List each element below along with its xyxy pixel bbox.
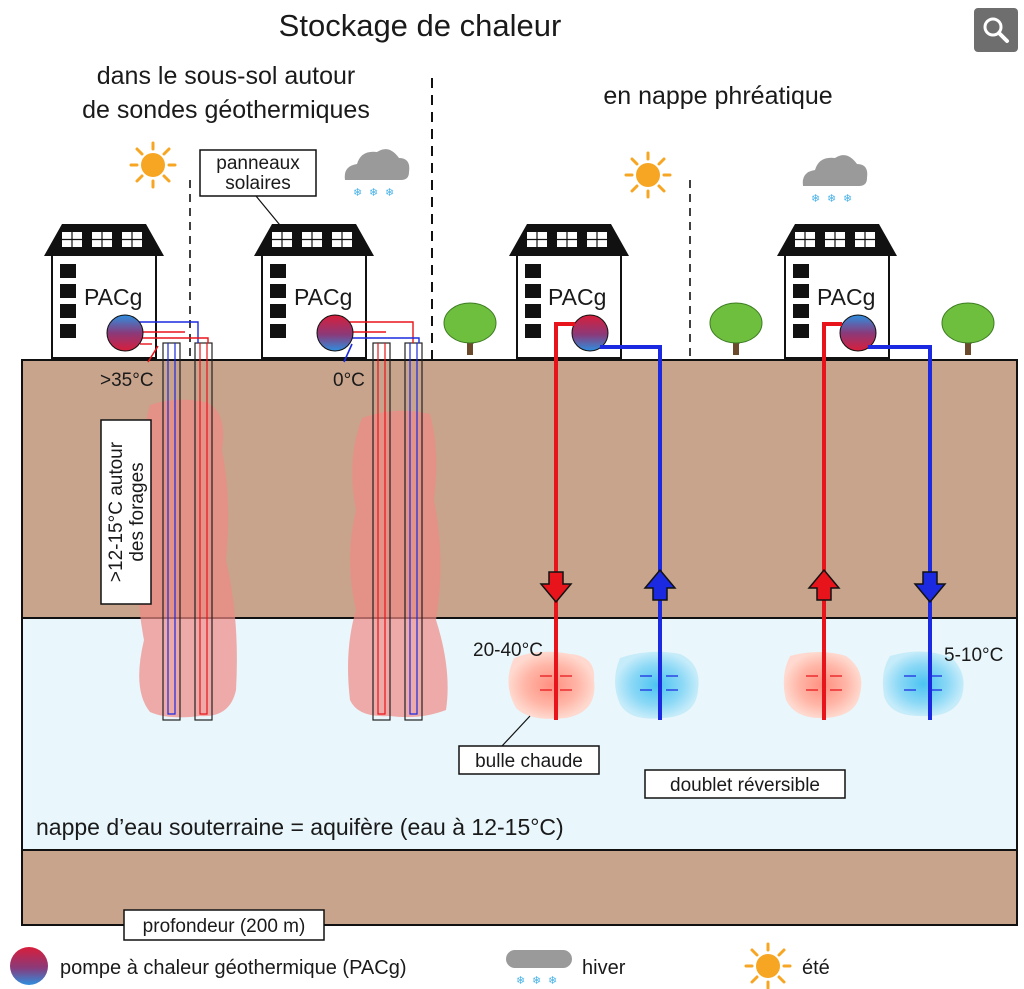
flow-down-arrow <box>913 571 947 604</box>
borehole-temp-label: >12-15°C autour des forages <box>100 419 152 605</box>
hot-bubble-pointer <box>501 715 531 747</box>
hot-bubble <box>508 651 595 719</box>
page-title: Stockage de chaleur <box>279 8 562 43</box>
depth-label-box <box>123 909 325 941</box>
search-icon <box>983 17 1009 43</box>
bubble-flow-arrows <box>540 675 942 691</box>
legend-heat-pump-icon <box>10 947 48 985</box>
hot-outlet-arrow <box>147 345 159 363</box>
cold-bubble-temp: 5-10°C <box>944 645 1003 666</box>
svg-text:❄: ❄ <box>532 975 541 987</box>
doublet-label: doublet réversible <box>670 775 820 796</box>
svg-text:des forages: des forages <box>127 462 148 561</box>
pacg-label: PACg <box>84 284 142 310</box>
borehole-probes-left <box>162 342 213 721</box>
section-aquifer: en nappe phréatique <box>603 82 832 110</box>
flow-down-arrow <box>539 571 573 604</box>
tree-icon <box>442 301 498 357</box>
svg-text:❄: ❄ <box>516 975 525 987</box>
cold-outlet-arrow <box>343 343 353 363</box>
solar-panels-label-box <box>199 149 317 197</box>
solar-panels-label: panneaux <box>216 153 300 174</box>
legend-heat-pump-label: pompe à chaleur géothermique (PACg) <box>60 957 406 979</box>
legend-winter-label: hiver <box>582 957 626 979</box>
borehole-heat-plume-left <box>138 399 237 718</box>
hot-bubble-label-box <box>458 745 600 775</box>
solar-panels-label: solaires <box>225 173 290 194</box>
legend-summer-label: été <box>802 957 830 979</box>
flow-up-arrow <box>807 568 841 601</box>
sun-icon <box>624 151 672 199</box>
solar-panels-pointer <box>255 195 285 231</box>
snow-cloud-icon <box>344 149 410 199</box>
snow-cloud-icon <box>802 155 868 205</box>
pacg-label: PACg <box>817 284 875 310</box>
doublet-label-box <box>644 769 846 799</box>
pacg-label: PACg <box>548 284 606 310</box>
hot-bubble-temp: 20-40°C <box>473 640 543 661</box>
cold-bubble-right <box>882 651 964 717</box>
borehole-heat-plume-right <box>348 410 448 718</box>
tree-icon <box>708 301 764 357</box>
depth-label: profondeur (200 m) <box>143 916 306 937</box>
section-probes-line1: dans le sous-sol autour <box>97 62 355 90</box>
section-probes-line2: de sondes géothermiques <box>82 96 370 124</box>
legend-summer-icon <box>744 942 792 989</box>
svg-text:>12-15°C autour: >12-15°C autour <box>106 441 127 582</box>
heat-pump-icon <box>316 314 354 352</box>
legend-winter-icon: ❄ ❄ ❄ <box>506 950 572 987</box>
heat-pump-icon <box>106 314 144 352</box>
cold-output-temp: 0°C <box>333 370 365 391</box>
flow-up-arrow <box>643 568 677 601</box>
heat-pump-icon <box>571 314 609 352</box>
probe-piping-right <box>338 321 420 343</box>
heat-pump-icon <box>839 314 877 352</box>
hot-output-temp: >35°C <box>100 370 154 391</box>
svg-text:❄: ❄ <box>548 975 557 987</box>
cold-bubble <box>615 651 699 719</box>
tree-icon <box>940 301 996 357</box>
aquifer-label: nappe d’eau souterraine = aquifère (eau … <box>36 814 564 840</box>
sun-icon <box>129 141 177 189</box>
pacg-label: PACg <box>294 284 352 310</box>
zoom-button[interactable] <box>974 8 1018 52</box>
hot-bubble-label: bulle chaude <box>475 751 583 772</box>
